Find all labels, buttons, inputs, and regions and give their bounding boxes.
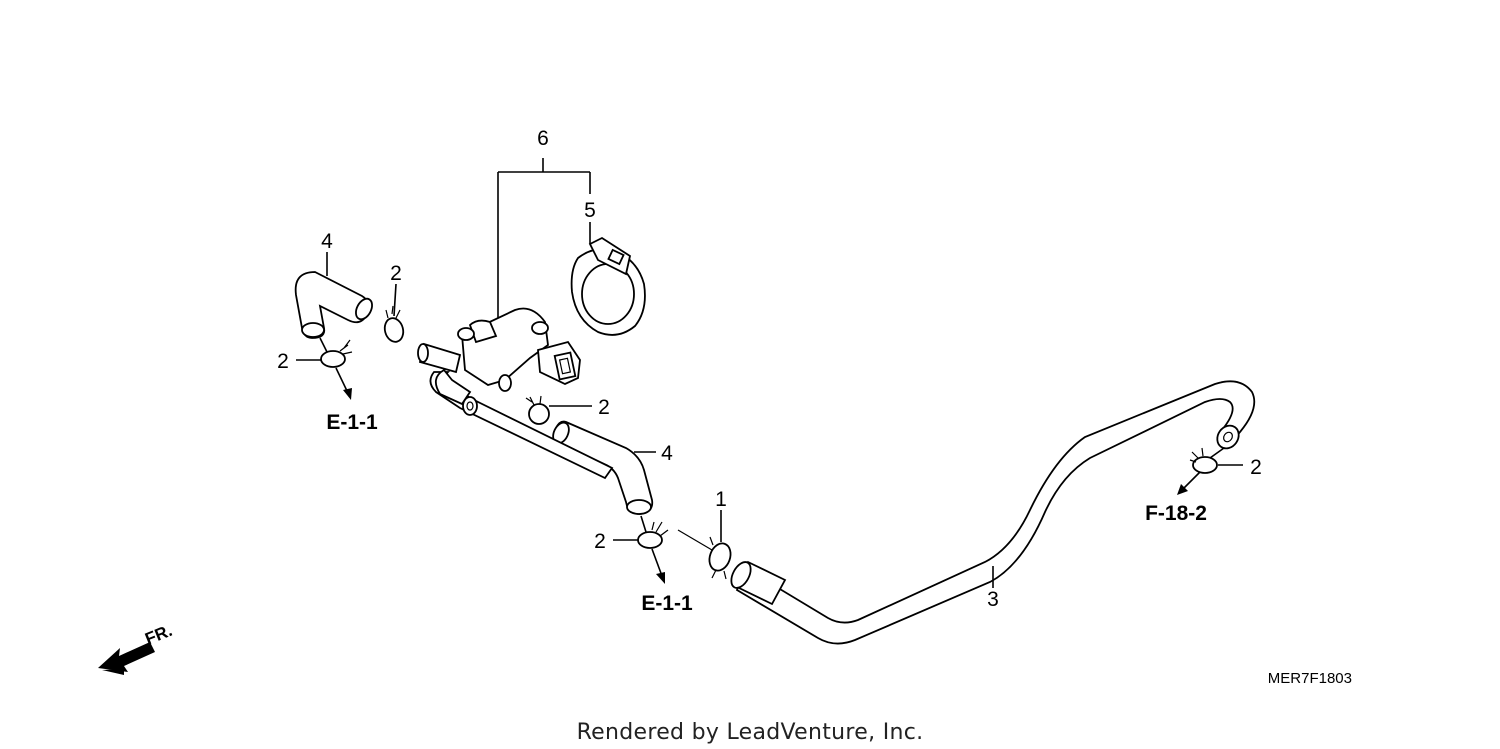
leader-lines <box>296 158 1243 588</box>
air-valve-part-6[interactable] <box>417 307 614 480</box>
tube-upper-part-4[interactable] <box>294 271 376 339</box>
clamp-bottom[interactable] <box>637 521 669 549</box>
callout-4-upper: 4 <box>321 230 333 253</box>
clamp-right[interactable] <box>1189 447 1218 474</box>
callout-2-right: 2 <box>1250 456 1262 479</box>
clamp-left[interactable] <box>320 339 353 368</box>
callout-2-top-left: 2 <box>390 262 402 285</box>
front-direction-label: FR. <box>142 621 175 649</box>
reference-left[interactable]: E-1-1 <box>326 411 378 434</box>
clamp-top-left[interactable] <box>382 305 406 344</box>
callout-2-left: 2 <box>277 350 289 373</box>
callout-5: 5 <box>584 199 596 222</box>
holder-part-5[interactable] <box>570 236 646 336</box>
footer-credit: Rendered by LeadVenture, Inc. <box>577 720 924 745</box>
callout-2-bottom: 2 <box>594 530 606 553</box>
reference-right[interactable]: F-18-2 <box>1145 502 1207 525</box>
clamp-mid[interactable] <box>525 395 550 425</box>
front-direction-arrow-icon <box>98 642 155 675</box>
callout-6: 6 <box>537 127 549 150</box>
diagram-code: MER7F1803 <box>1268 670 1352 687</box>
callout-2-mid: 2 <box>598 396 610 419</box>
clip-part-1[interactable] <box>706 536 734 580</box>
hose-part-3[interactable] <box>727 380 1256 645</box>
callout-3: 3 <box>987 588 999 611</box>
callout-1: 1 <box>715 488 727 511</box>
callout-4-lower: 4 <box>661 442 673 465</box>
reference-bottom[interactable]: E-1-1 <box>641 592 693 615</box>
